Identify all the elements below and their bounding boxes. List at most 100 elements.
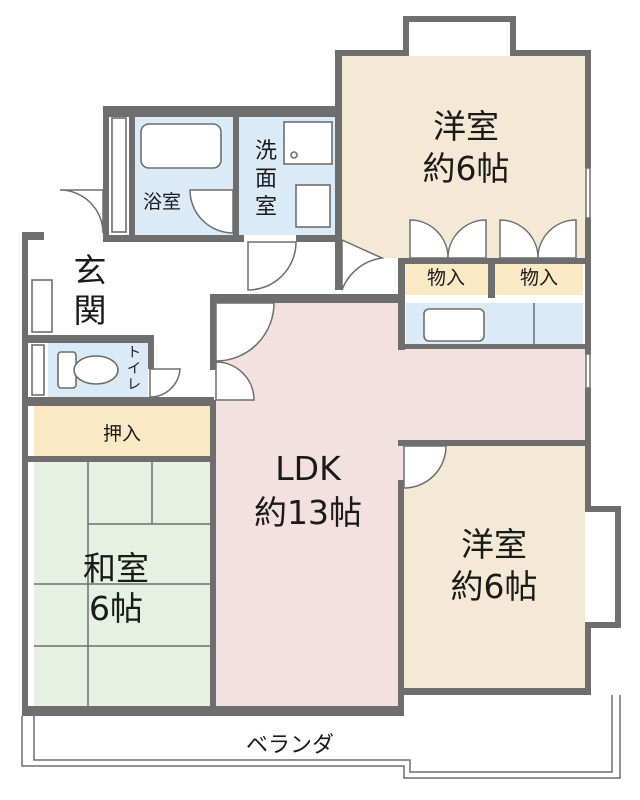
wall <box>335 50 409 56</box>
veranda-line <box>21 695 621 779</box>
window <box>447 688 545 694</box>
wall <box>22 232 44 240</box>
wall <box>585 506 621 512</box>
window <box>73 706 187 712</box>
window <box>585 167 591 219</box>
western-north-door-swing <box>341 238 385 291</box>
toilet-label-1: ト <box>127 345 141 361</box>
front-door-swing <box>59 189 104 234</box>
wall <box>585 50 591 168</box>
window <box>33 456 211 462</box>
closet-2-fill <box>495 259 583 295</box>
wall <box>398 344 585 349</box>
wall <box>404 688 591 695</box>
veranda-outline <box>21 695 621 779</box>
wall <box>210 400 216 716</box>
closet-1-name: 物入 <box>427 267 465 289</box>
washroom-label-2: 面 <box>255 167 277 192</box>
japanese-room-size: 6帖 <box>89 589 143 628</box>
entrance-label-2: 関 <box>74 291 107 330</box>
doors <box>59 189 577 646</box>
wall <box>585 622 621 628</box>
toilet-bowl-icon <box>73 355 119 385</box>
wall <box>28 397 214 406</box>
shoe-rack-icon <box>31 279 53 333</box>
washroom-door-swing <box>247 241 297 291</box>
fixtures <box>31 117 535 396</box>
washroom-label-3: 室 <box>255 195 277 220</box>
sink-icon <box>423 308 485 342</box>
wall <box>296 235 342 242</box>
wall <box>615 506 621 628</box>
wall <box>103 106 342 117</box>
windows <box>33 16 621 712</box>
wall <box>335 50 342 290</box>
tatami-lines <box>34 462 210 706</box>
veranda-name: ベランダ <box>246 733 334 758</box>
closet-1-fill <box>404 259 488 295</box>
toilet-door-swing <box>149 368 181 398</box>
japanese-room-name: 和室 <box>83 549 149 588</box>
shelf-icon <box>31 344 45 396</box>
ldk-size: 約13帖 <box>254 493 362 532</box>
bath-name: 浴室 <box>143 191 181 213</box>
walls <box>22 16 621 716</box>
wall <box>22 706 404 716</box>
window <box>408 16 511 22</box>
wall <box>129 117 135 242</box>
wall <box>398 480 404 710</box>
wall <box>585 625 591 695</box>
bathtub-icon <box>140 123 222 169</box>
western-room-north-fill <box>342 56 585 258</box>
wall <box>22 232 28 714</box>
wall <box>403 16 516 22</box>
western-south-door-swing <box>403 445 447 489</box>
wall <box>103 106 109 242</box>
closet-2-door-right <box>537 219 577 259</box>
wall <box>233 117 239 242</box>
wall <box>585 388 591 508</box>
closet-2-name: 物入 <box>520 267 558 289</box>
wall <box>210 294 216 370</box>
wall <box>398 440 588 446</box>
western-room-north-name: 洋室 <box>433 107 499 146</box>
window <box>255 106 299 112</box>
ldk-door-swing <box>215 302 275 362</box>
ldk-name: LDK <box>275 449 342 488</box>
entrance-label-1: 玄 <box>74 251 107 290</box>
wall <box>210 294 405 303</box>
bath-shelf-icon <box>111 117 127 233</box>
wall <box>148 335 154 369</box>
closet-1-door-right <box>447 219 487 259</box>
wall <box>398 258 405 350</box>
drain-icon <box>290 151 298 159</box>
wall <box>488 258 495 298</box>
oshiire-name: 押入 <box>103 423 141 445</box>
western-room-north-size: 約6帖 <box>423 149 510 188</box>
window <box>585 353 591 389</box>
toilet-label-3: レ <box>127 377 141 393</box>
wall <box>510 16 516 56</box>
labels: 洋室 約6帖 LDK 約13帖 洋室 約6帖 和室 6帖 浴室 洗 面 室 玄 … <box>74 107 559 758</box>
ldk-side-door-swing <box>215 361 255 401</box>
veranda-line <box>33 695 613 773</box>
toilet-label-2: イ <box>127 361 141 377</box>
oshiire-fill <box>34 406 210 456</box>
washbasin-icon <box>295 184 331 228</box>
washing-machine-pan-icon <box>283 121 333 165</box>
wall <box>28 335 150 343</box>
western-room-south-size: 約6帖 <box>451 567 538 606</box>
window <box>151 106 195 112</box>
western-room-south-name: 洋室 <box>461 525 527 564</box>
washroom-label-1: 洗 <box>255 139 277 164</box>
wall <box>103 235 244 242</box>
bath-door-swing <box>189 189 234 234</box>
wall <box>585 218 591 354</box>
window <box>237 706 357 712</box>
wall <box>403 16 409 56</box>
western-room-south-fill <box>404 446 585 688</box>
window <box>615 511 621 623</box>
wall <box>510 50 591 56</box>
wall <box>28 456 210 462</box>
